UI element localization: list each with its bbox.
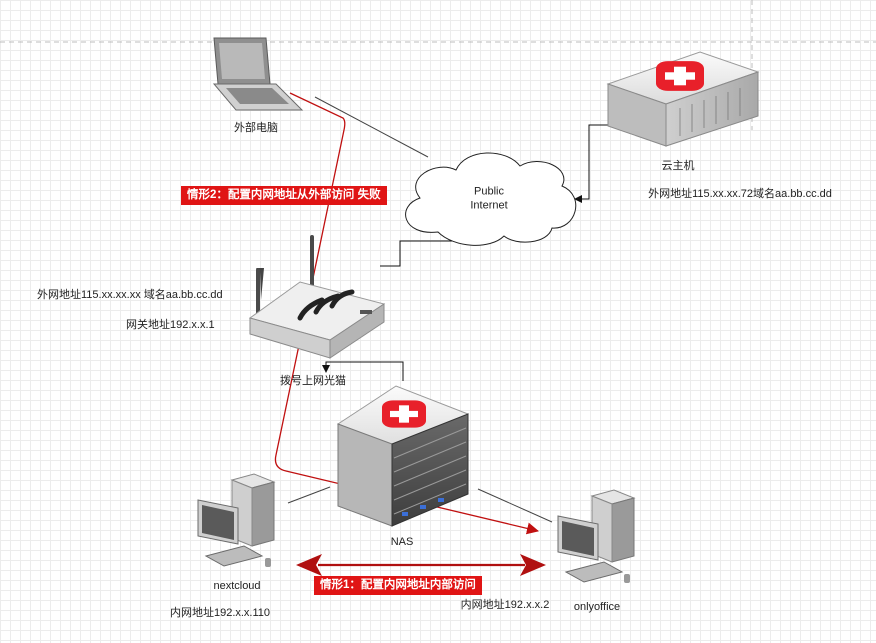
nas-icon	[336, 385, 470, 527]
link-nas-router	[322, 361, 404, 381]
scenario-1-arrow	[296, 554, 546, 576]
link-nas-onlyoffice	[477, 488, 553, 523]
onlyoffice-pc-icon	[557, 489, 636, 583]
laptop-label: 外部电脑	[234, 121, 278, 134]
link-laptop-internet	[314, 96, 429, 158]
nextcloud-address: 内网地址192.x.x.110	[169, 606, 271, 619]
scenario-2-label: 情形2：配置内网地址从外部访问 失败	[181, 186, 387, 206]
nas-label: NAS	[390, 535, 414, 548]
router-gateway-address: 网关地址192.x.x.1	[126, 318, 215, 331]
cloud-server-address: 外网地址115.xx.xx.72域名aa.bb.cc.dd	[648, 187, 832, 200]
internet-label: Public Internet	[470, 185, 507, 213]
laptop-icon	[212, 37, 304, 111]
cloud-server-label: 云主机	[661, 159, 695, 172]
router-icon	[248, 235, 386, 359]
onlyoffice-label: onlyoffice	[573, 600, 621, 613]
router-wan-address: 外网地址115.xx.xx.xx 域名aa.bb.cc.dd	[37, 288, 223, 301]
nextcloud-pc-icon	[197, 473, 276, 567]
internet-label-line1: Public	[474, 185, 504, 198]
link-router-internet	[380, 237, 488, 267]
internet-label-line2: Internet	[470, 199, 508, 211]
scenario-1-label: 情形1：配置内网地址内部访问	[314, 576, 482, 596]
link-server-internet	[574, 124, 610, 203]
internet-cloud-icon	[405, 152, 577, 246]
nextcloud-label: nextcloud	[213, 579, 261, 592]
link-nextcloud-nas	[287, 486, 331, 504]
onlyoffice-address: 内网地址192.x.x.2	[460, 598, 550, 611]
router-label: 拨号上网光猫	[280, 374, 346, 387]
cloud-server-icon	[606, 51, 760, 147]
